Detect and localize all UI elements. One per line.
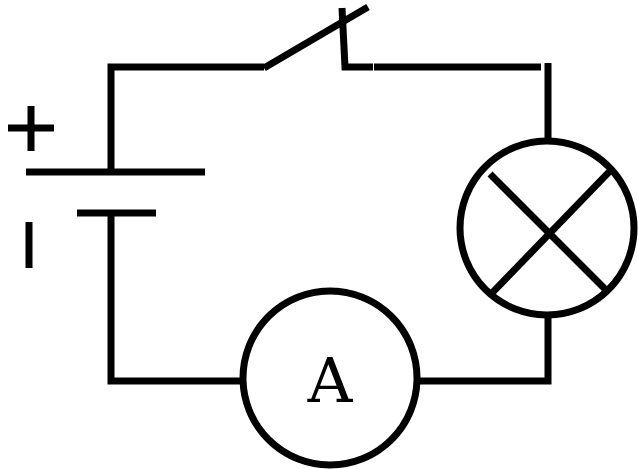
lamp-cross-line-2 [490,169,612,295]
wires [107,63,552,385]
ammeter-circle [239,287,421,469]
ammeter-label: A [307,344,354,417]
wire-lamp-to-ammeter [418,314,552,385]
battery [8,106,205,268]
wire-battery-to-ammeter [107,213,243,385]
switch-lever [262,3,370,72]
lamp [456,137,638,319]
wire-battery-to-switch [107,63,264,172]
battery-positive-sign [8,106,54,151]
ammeter: A [239,287,421,469]
switch-contact [338,7,373,71]
switch [262,3,373,72]
